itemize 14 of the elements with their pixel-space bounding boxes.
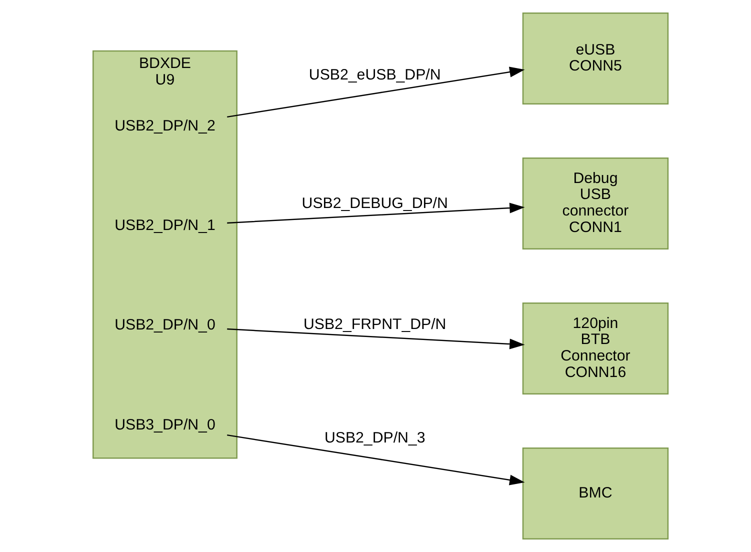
node-text: USB2_DP/N_1: [114, 217, 216, 234]
arrow: [227, 202, 525, 224]
edge-label: USB2_DEBUG_DP/N: [302, 195, 448, 212]
node-text: USB2_DP/N_0: [114, 316, 216, 334]
node-text: USB2_DP/N_2: [114, 118, 216, 135]
edge-label: USB2_DP/N_3: [324, 430, 426, 447]
edge-label: USB2_eUSB_DP/N: [308, 66, 441, 84]
node-box: BMC: [522, 447, 669, 540]
arrow: [227, 328, 525, 350]
node-box: eUSB CONN5: [522, 12, 669, 105]
node-text: USB3_DP/N_0: [114, 416, 216, 434]
node-box: 120pin BTB Connector CONN16: [522, 302, 669, 394]
edge-label: USB2_FRPNT_DP/N: [303, 316, 446, 334]
node-box: Debug USB connector CONN1: [522, 158, 669, 250]
